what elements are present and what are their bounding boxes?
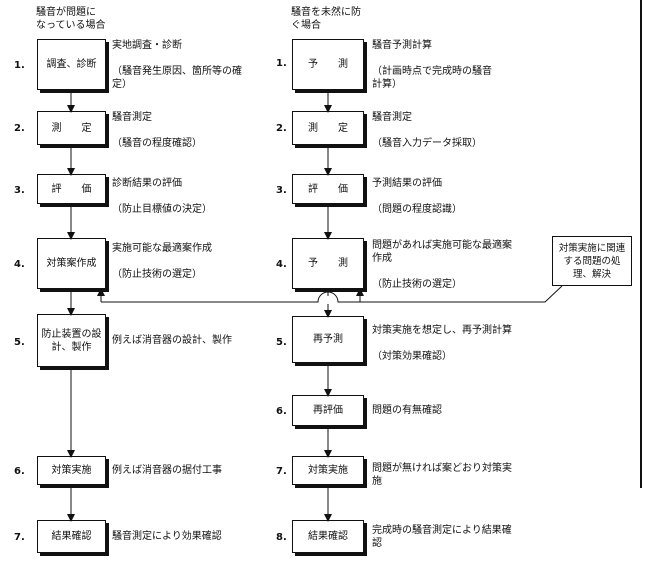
header-left: 騒音が問題に なっている場合 xyxy=(36,7,106,31)
right-step-3-number: 3. xyxy=(276,185,287,196)
right-step-2-note: 騒音測定 （騒音入力データ採取） xyxy=(372,112,482,149)
left-step-1-box: 調査、診断 xyxy=(37,39,106,90)
right-step-5-number: 5. xyxy=(276,337,287,348)
right-step-4-note: 問題があれば実施可能な最適案 作成 （防止技術の選定） xyxy=(372,240,512,290)
right-step-5-box: 再予測 xyxy=(292,316,364,363)
left-step-5-number: 5. xyxy=(14,337,25,348)
left-step-4-note: 実施可能な最適案作成 （防止技術の選定） xyxy=(112,243,212,280)
right-step-8-box: 結果確認 xyxy=(292,520,364,553)
left-step-1-number: 1. xyxy=(14,60,25,71)
left-step-3-number: 3. xyxy=(14,185,25,196)
right-step-2-number: 2. xyxy=(276,123,287,134)
right-step-6-note: 問題の有無確認 xyxy=(372,405,442,416)
left-step-1-note: 実地調査・診断 （騒音発生原因、箇所等の確 定） xyxy=(112,40,242,90)
left-step-4-number: 4. xyxy=(14,259,25,270)
right-step-7-box: 対策実施 xyxy=(292,456,364,485)
right-step-7-number: 7. xyxy=(276,466,287,477)
right-step-2-box: 測 定 xyxy=(292,111,364,145)
left-step-6-box: 対策実施 xyxy=(37,456,106,485)
right-step-8-number: 8. xyxy=(276,532,287,543)
left-step-6-number: 6. xyxy=(14,466,25,477)
left-step-2-note: 騒音測定 （騒音の程度確認） xyxy=(112,112,202,149)
right-step-7-note: 問題が無ければ案どおり対策実 施 xyxy=(372,463,512,487)
left-step-7-number: 7. xyxy=(14,532,25,543)
left-step-3-box: 評 価 xyxy=(37,174,106,204)
right-step-8-note: 完成時の騒音測定により結果確 認 xyxy=(372,525,512,549)
right-step-1-note: 騒音予測計算 （計画時点で完成時の騒音 計算） xyxy=(372,40,492,90)
left-step-2-number: 2. xyxy=(14,123,25,134)
right-step-4-box: 予 測 xyxy=(292,238,364,289)
right-step-3-note: 予測結果の評価 （問題の程度認識） xyxy=(372,178,462,215)
right-step-4-number: 4. xyxy=(276,259,287,270)
left-step-5-note: 例えば消音器の設計、製作 xyxy=(112,335,232,346)
right-step-1-box: 予 測 xyxy=(292,39,364,90)
left-step-7-box: 結果確認 xyxy=(37,520,106,553)
right-step-5-note: 対策実施を想定し、再予測計算 （対策効果確認） xyxy=(372,325,512,362)
right-step-6-box: 再評価 xyxy=(292,395,364,426)
left-step-3-note: 診断結果の評価 （防止目標値の決定） xyxy=(112,178,212,215)
left-step-6-note: 例えば消音器の据付工事 xyxy=(112,465,222,476)
callout-box: 対策実施に関連 する問題の処 理、解決 xyxy=(552,236,632,286)
page-right-border xyxy=(640,0,642,488)
right-step-6-number: 6. xyxy=(276,406,287,417)
left-step-7-note: 騒音測定により効果確認 xyxy=(112,531,222,542)
feedback-line xyxy=(101,285,563,303)
header-right: 騒音を未然に防 ぐ場合 xyxy=(291,7,361,31)
right-step-1-number: 1. xyxy=(276,58,287,69)
